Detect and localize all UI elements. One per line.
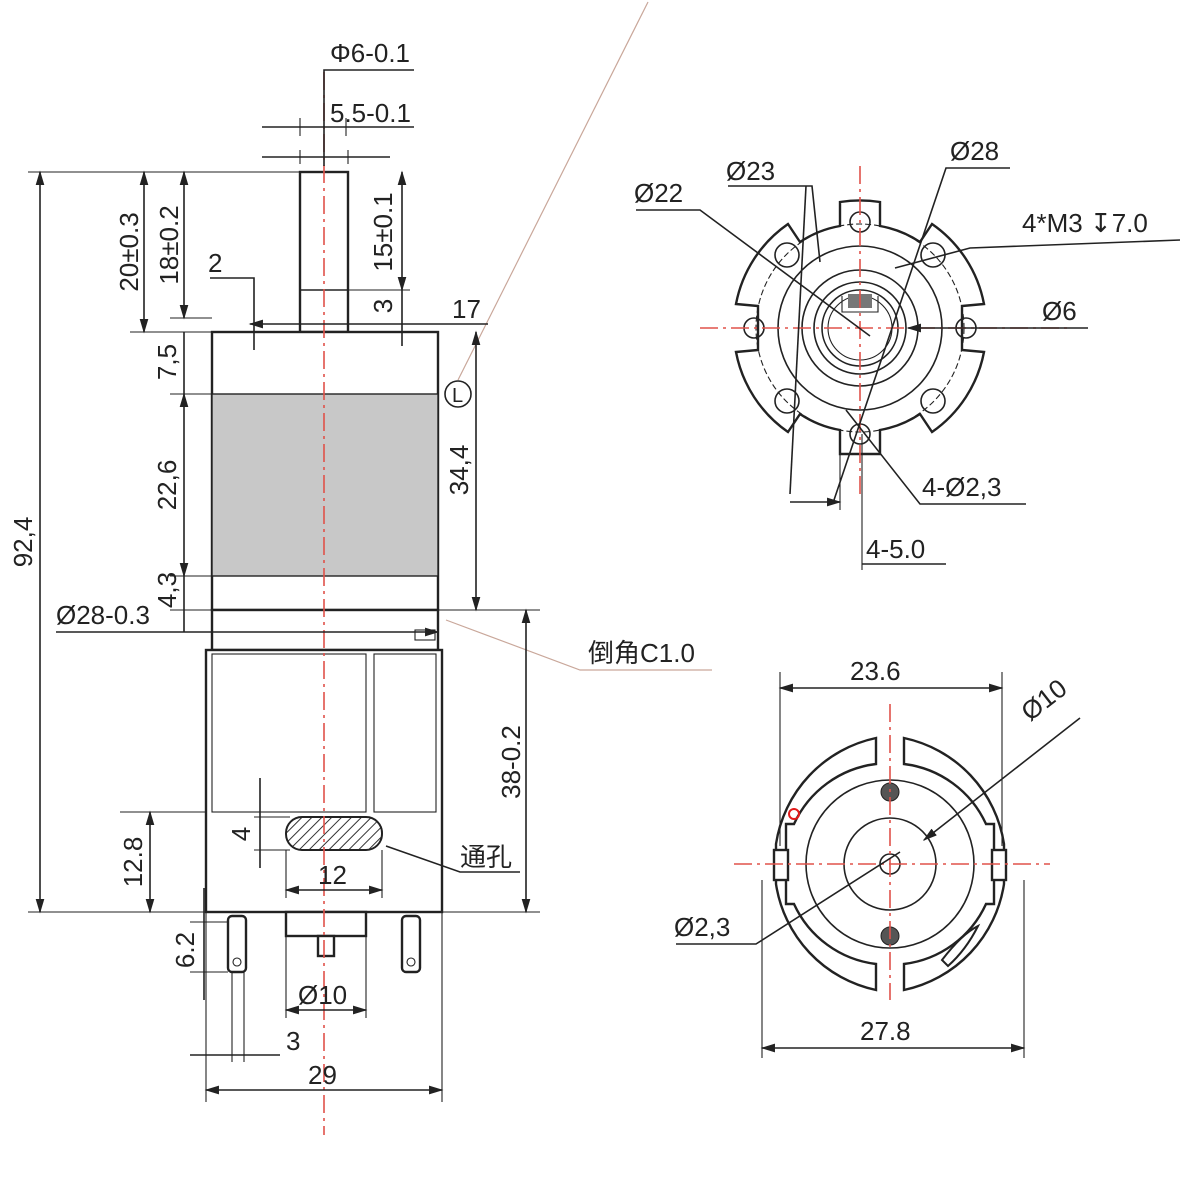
through-hole-slot <box>285 816 383 851</box>
dim-d23-leader <box>728 185 821 263</box>
gearbox-label-band <box>211 393 439 577</box>
motor-label-left <box>211 653 367 813</box>
dim-d23: Ø23 <box>726 156 775 186</box>
dim-total-length: 92,4 <box>8 517 38 568</box>
front-view <box>700 166 1070 498</box>
motor-label-right <box>373 653 437 813</box>
rear-outline <box>774 736 878 992</box>
dim-shaft-d6: Ø6 <box>1042 296 1077 326</box>
rear-bearing-boss <box>284 910 368 938</box>
dim-34-4: 34,4 <box>444 445 474 496</box>
front-shaft-flat <box>841 296 879 313</box>
rear-terminal-right <box>990 848 1008 882</box>
dim-holes-d2-3: 4-Ø2,3 <box>922 472 1002 502</box>
dim-motor-width: 29 <box>308 1060 337 1090</box>
dim-slot-width: 12 <box>318 860 347 890</box>
dim-7-5: 7,5 <box>152 344 182 380</box>
dim-m3-leader <box>894 239 1181 269</box>
m3-hole-br <box>920 388 946 414</box>
front-view-dims: Ø22 Ø23 Ø28 4*M3 ↧7.0 Ø6 4-Ø2,3 4-5.0 <box>634 136 1181 570</box>
rear-vent-slot <box>940 923 981 968</box>
polarity-red-dot <box>788 808 800 820</box>
dim-boss-d10-leader <box>922 717 1081 841</box>
dim-terminal-length: 6.2 <box>170 932 200 968</box>
dim-width-27-8: 27.8 <box>860 1016 911 1046</box>
dim-terminal-offset: 3 <box>286 1026 300 1056</box>
dim-d28-leader <box>833 167 1010 501</box>
dim-flat-length: 15±0.1 <box>368 192 398 271</box>
dim-mounting-holes: 4*M3 ↧7.0 <box>1022 208 1148 238</box>
dim-d23-leader-2 <box>789 185 807 495</box>
marker-L-circle <box>444 380 472 408</box>
dim-d28: Ø28 <box>950 136 999 166</box>
terminal-left-hole <box>232 957 242 967</box>
dim-holes-leader <box>845 409 1026 505</box>
dim-boss-diameter: Ø10 <box>298 980 347 1010</box>
dim-12-8: 12.8 <box>118 837 148 888</box>
rear-shaft-stub <box>316 934 336 958</box>
dim-rear-hole-d2-3: Ø2,3 <box>674 912 730 942</box>
dim-rear-boss-d10: Ø10 <box>1015 673 1072 727</box>
rear-view-dims: 23.6 Ø10 Ø2,3 27.8 <box>674 656 1081 1058</box>
through-hole-leader <box>385 845 520 873</box>
dim-shaft-diameter: Φ6-0.1 <box>330 38 410 68</box>
dim-motor-length: 38-0.2 <box>496 725 526 799</box>
side-view: Φ6-0.1 5.5-0.1 92,4 20±0.3 18±0.2 15±0.1 <box>8 1 712 1135</box>
dim-4-3: 4,3 <box>152 572 182 608</box>
dim-22-6: 22,6 <box>152 460 182 511</box>
rear-outline-right <box>902 736 1006 992</box>
rear-view <box>734 704 1050 1000</box>
rear-terminal-left <box>772 848 790 882</box>
dim-width-23-6: 23.6 <box>850 656 901 686</box>
terminal-left <box>226 914 248 974</box>
dim-d22-leader <box>636 209 871 337</box>
dim-3-top: 3 <box>368 299 398 313</box>
dim-shaft-length-2: 18±0.2 <box>154 205 184 284</box>
chamfer-leader <box>445 619 712 671</box>
dim-slots-5: 4-5.0 <box>866 534 925 564</box>
dim-gearbox-diameter: Ø28-0.3 <box>56 600 150 630</box>
marker-leader-line <box>457 1 649 381</box>
dim-d22: Ø22 <box>634 178 683 208</box>
marker-L: L <box>452 385 463 407</box>
m3-hole-bl <box>774 388 800 414</box>
terminal-right <box>400 914 422 974</box>
terminal-right-hole <box>406 957 416 967</box>
dim-2: 2 <box>208 248 222 278</box>
dim-shaft-length: 20±0.3 <box>114 212 144 291</box>
chamfer-note: 倒角C1.0 <box>588 638 695 668</box>
through-hole-note: 通孔 <box>460 842 512 872</box>
dim-rear-hole-leader <box>676 851 901 945</box>
gearbox-end-ring <box>210 608 440 652</box>
dim-slot-height: 4 <box>226 827 256 841</box>
dim-shaft-diameter-leader <box>323 69 414 166</box>
dim-17: 17 <box>452 294 481 324</box>
dim-flat-width: 5.5-0.1 <box>330 98 411 128</box>
m3-hole-tl <box>774 242 800 268</box>
